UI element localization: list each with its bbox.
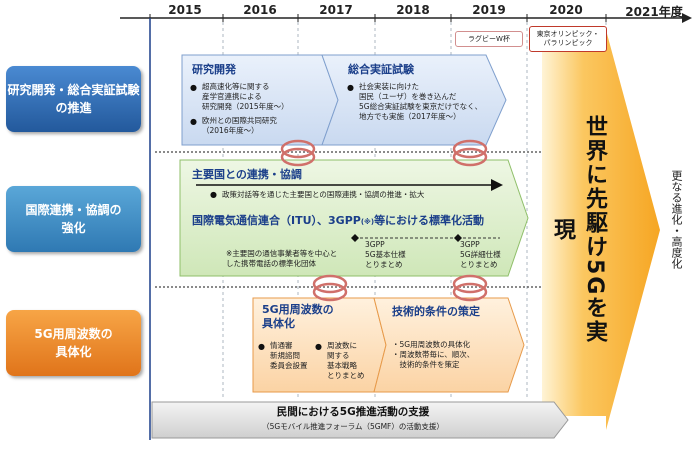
spectrum-box1-title: 5G用周波数の 具体化 [262,303,334,331]
intl-milestone1: 3GPP 5G基本仕様 とりまとめ [365,240,406,270]
bullet-icon: ● [190,117,197,126]
rnd-box1-title: 研究開発 [192,63,236,76]
intl-title1: 主要国との連携・協調 [192,168,302,181]
intl-note: ※主要国の通信事業者等を中心と した携帯電話の標準化団体 [226,249,338,269]
bottom-bar-title: 民間における5G推進活動の支援 [276,406,430,418]
bullet-icon: ● [190,83,197,92]
rnd-box2-shape [321,54,507,146]
event-rugby: ラグビーW杯 [455,31,523,47]
rnd-box1-item1: 超高速化等に関する 産学官連携による 研究開発（2015年度～） [202,82,289,112]
bottom-bar-subtitle: （5Gモバイル推進フォーラム（5GMF）の活動支援） [262,422,444,431]
bullet-icon: ● [315,342,322,351]
bottom-bar-shape [151,401,569,439]
center-banner-arrow [542,30,660,430]
intl-item1: 政策対話等を通じた主要国との国際連携・協調の推進・拡大 [222,190,425,199]
year-2015: 2015 [168,3,202,17]
spec-box2-shape [373,297,525,393]
spectrum-box1-item2: 周波数に 関する 基本戦略 とりまとめ [327,341,365,381]
year-2020: 2020 [549,3,583,17]
intl-box-shape [179,159,529,277]
bullet-icon: ● [210,190,217,199]
spectrum-box1-item1: 情通審 新規諮問 委員会設置 [270,341,308,371]
spectrum-box2-item1: ・5G用周波数の具体化 ・周波数帯毎に、順次、 技術的条件を策定 [392,340,475,370]
category-rnd: 研究開発・総合実証試験 の推進 [6,66,141,132]
year-2018: 2018 [396,3,430,17]
event-olympics: 東京オリンピック・ パラリンピック [529,26,607,52]
year-2019: 2019 [472,3,506,17]
year-2021: 2021年度 [625,5,683,19]
bullet-icon: ● [258,342,265,351]
category-intl: 国際連携・協調の 強化 [6,186,141,252]
intl-title2: 国際電気通信連合（ITU）、3GPP(※)等における標準化活動 [192,214,485,227]
bullet-icon: ● [347,83,354,92]
year-2016: 2016 [243,3,277,17]
intl-milestone2: 3GPP 5G詳細仕様 とりまとめ [460,240,501,270]
rnd-box1-item2: 欧州との国際共同研究 （2016年度～） [202,116,277,136]
year-2017: 2017 [319,3,353,17]
center-banner-text: 世界に先駆け5Gを実現 [550,115,607,345]
rnd-box2-item1: 社会実装に向けた 国民（ユーザ）を巻き込んだ 5G総合実証試験を東京だけでなく、… [359,82,483,122]
right-evolution-text: 更なる進化・高度化 [670,170,683,269]
spectrum-box2-title: 技術的条件の策定 [392,305,480,318]
rnd-box2-title: 総合実証試験 [348,63,414,76]
category-spectrum: 5G用周波数の 具体化 [6,310,141,376]
